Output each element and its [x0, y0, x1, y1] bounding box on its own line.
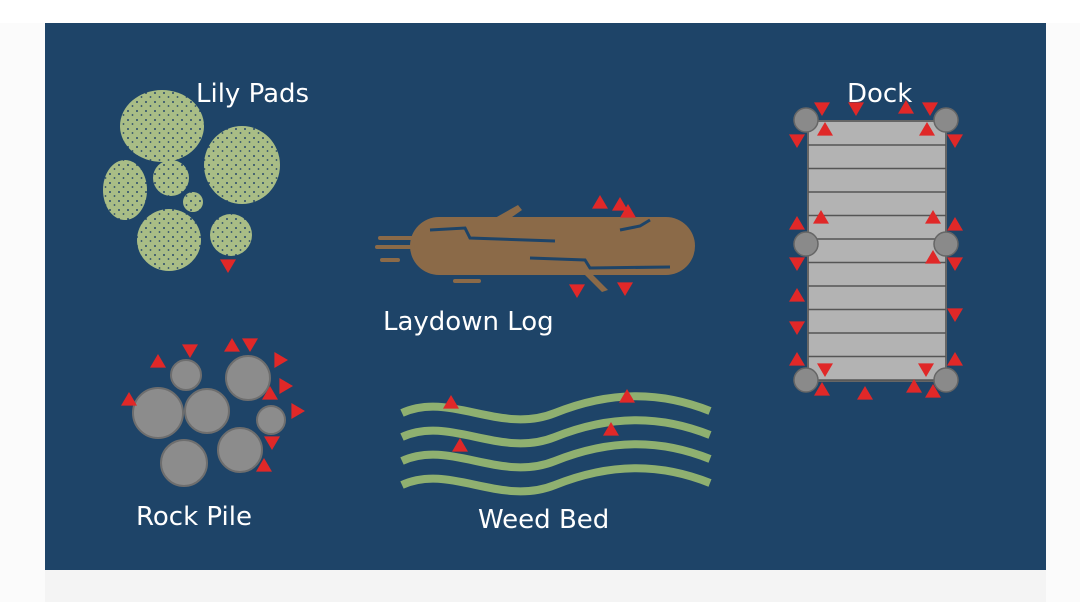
red-triangle-icon [612, 197, 628, 211]
red-triangle-icon [947, 308, 963, 322]
red-triangle-icon [150, 354, 166, 368]
red-triangle-icon [569, 284, 585, 298]
label-lily-pads: Lily Pads [196, 79, 309, 109]
red-triangle-icon [947, 352, 963, 366]
red-triangle-icon [274, 352, 288, 368]
weed-strand [400, 464, 712, 496]
weed-strand [400, 440, 712, 472]
red-triangle-icon [789, 352, 805, 366]
red-triangle-icon [925, 384, 941, 398]
dock-post [933, 231, 959, 257]
red-triangle-icon [817, 122, 833, 136]
red-triangle-icon [906, 379, 922, 393]
red-triangle-icon [925, 210, 941, 224]
red-triangle-icon [947, 134, 963, 148]
red-triangle-icon [443, 395, 459, 409]
dock [793, 107, 959, 393]
red-triangle-icon [789, 134, 805, 148]
weed-strand [400, 416, 712, 448]
red-triangle-icon [264, 436, 280, 450]
red-triangle-icon [814, 382, 830, 396]
dock-post [933, 367, 959, 393]
red-triangle-icon [848, 102, 864, 116]
dock-post [933, 107, 959, 133]
dock-post [793, 367, 819, 393]
red-triangle-icon [813, 210, 829, 224]
red-triangle-icon [814, 102, 830, 116]
red-triangle-icon [619, 389, 635, 403]
red-triangle-icon [789, 216, 805, 230]
top-strip [0, 0, 1080, 23]
dock-post [793, 107, 819, 133]
dock-post [793, 231, 819, 257]
red-triangle-icon [291, 403, 305, 419]
bottom-strip [45, 570, 1046, 602]
red-triangle-icon [789, 257, 805, 271]
red-triangle-icon [452, 438, 468, 452]
red-triangle-icon [947, 257, 963, 271]
red-triangle-icon [121, 392, 137, 406]
fish-markers [121, 100, 963, 472]
label-rock-pile: Rock Pile [136, 502, 252, 532]
red-triangle-icon [922, 102, 938, 116]
red-triangle-icon [918, 363, 934, 377]
label-laydown-log: Laydown Log [383, 307, 554, 337]
red-triangle-icon [789, 288, 805, 302]
red-triangle-icon [919, 122, 935, 136]
red-triangle-icon [592, 195, 608, 209]
red-triangle-icon [925, 250, 941, 264]
rock-pile [132, 355, 286, 487]
red-triangle-icon [898, 100, 914, 114]
laydown-log [375, 205, 695, 292]
red-triangle-icon [256, 458, 272, 472]
label-weed-bed: Weed Bed [478, 505, 609, 535]
red-triangle-icon [817, 363, 833, 377]
red-triangle-icon [617, 282, 633, 296]
red-triangle-icon [789, 321, 805, 335]
red-triangle-icon [947, 217, 963, 231]
red-triangle-icon [857, 386, 873, 400]
red-triangle-icon [262, 386, 278, 400]
red-triangle-icon [224, 338, 240, 352]
red-triangle-icon [279, 378, 293, 394]
red-triangle-icon [220, 259, 236, 273]
red-triangle-icon [620, 204, 636, 218]
lily-pads [103, 90, 280, 271]
red-triangle-icon [182, 344, 198, 358]
red-triangle-icon [603, 422, 619, 436]
red-triangle-icon [242, 338, 258, 352]
